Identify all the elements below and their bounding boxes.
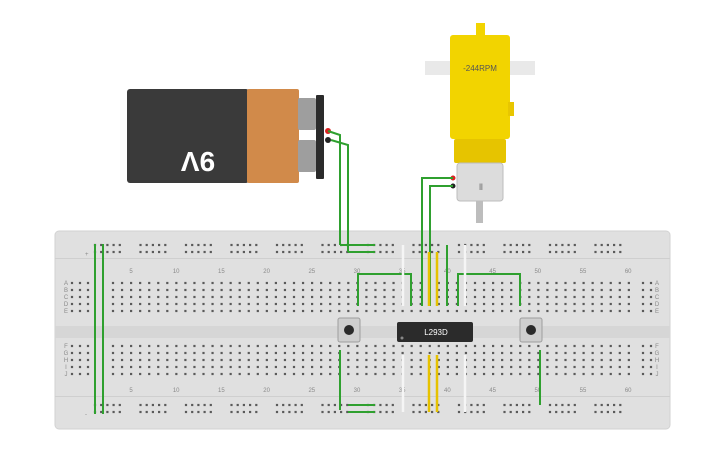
row-letter: A	[655, 281, 659, 287]
column-number: 30	[354, 388, 361, 394]
column-number: 30	[354, 269, 361, 275]
rail-plus-mark: +	[85, 252, 89, 258]
row-letter: B	[655, 288, 659, 294]
column-number: 55	[580, 269, 587, 275]
column-number: 45	[489, 269, 496, 275]
row-letter: A	[64, 281, 68, 287]
column-number: 20	[263, 269, 270, 275]
green-wires[interactable]	[327, 130, 541, 413]
rail-wires[interactable]	[94, 244, 104, 414]
column-number: 45	[489, 388, 496, 394]
column-number: 10	[173, 269, 180, 275]
row-letter: D	[655, 302, 660, 308]
column-number: 60	[625, 388, 632, 394]
column-number: 10	[173, 388, 180, 394]
row-letter: I	[65, 365, 67, 371]
yellow-wires[interactable]	[427, 252, 439, 412]
battery-9v[interactable]: 9V	[127, 89, 331, 183]
battery-label: 9V	[181, 146, 216, 177]
rail-minus-mark: -	[85, 412, 87, 418]
column-number: 50	[534, 269, 541, 275]
row-letter: H	[655, 358, 659, 364]
column-number: 60	[625, 269, 632, 275]
row-letter: B	[64, 288, 68, 294]
row-letter: F	[64, 344, 68, 350]
row-letter: G	[655, 351, 660, 357]
svg-text:Ⅱ: Ⅱ	[479, 182, 483, 192]
push-button-right[interactable]	[519, 317, 543, 343]
row-letter: G	[64, 351, 69, 357]
white-wires[interactable]	[401, 245, 467, 412]
row-letter: C	[64, 295, 69, 301]
column-number: 25	[308, 388, 315, 394]
dc-motor[interactable]: Ⅱ -244RPM	[425, 23, 535, 223]
column-number: 5	[129, 269, 133, 275]
l293d-chip[interactable]: L293D	[397, 322, 473, 342]
column-number: 15	[218, 388, 225, 394]
chip-label: L293D	[424, 328, 448, 337]
motor-rpm-label: -244RPM	[463, 64, 497, 73]
column-number: 15	[218, 269, 225, 275]
row-letter: H	[64, 358, 68, 364]
push-button-left[interactable]	[337, 317, 361, 343]
column-number: 20	[263, 388, 270, 394]
row-letter: C	[655, 295, 660, 301]
row-letter: J	[65, 372, 68, 378]
row-letter: E	[655, 309, 659, 315]
row-letter: J	[656, 372, 659, 378]
column-number: 50	[534, 388, 541, 394]
column-number: 55	[580, 388, 587, 394]
column-number: 25	[308, 269, 315, 275]
column-number: 5	[129, 388, 133, 394]
column-number: 40	[444, 388, 451, 394]
row-letter: F	[655, 344, 659, 350]
row-letter: I	[656, 365, 658, 371]
row-letter: D	[64, 302, 69, 308]
row-letter: E	[64, 309, 68, 315]
